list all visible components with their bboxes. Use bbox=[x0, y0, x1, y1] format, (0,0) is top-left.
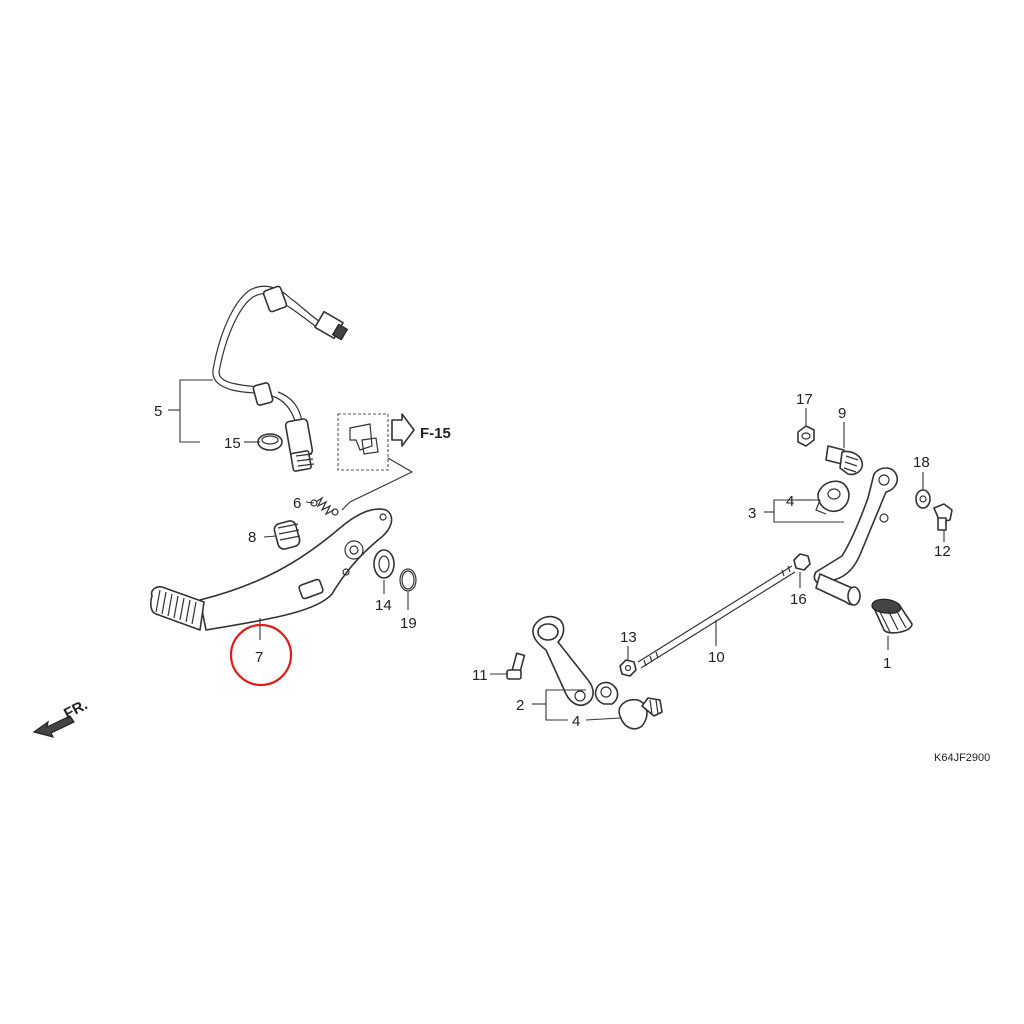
leader-lines bbox=[168, 379, 945, 721]
callout-14: 14 bbox=[375, 597, 392, 614]
rod-end-lower bbox=[594, 681, 663, 730]
bolt-part-9 bbox=[825, 445, 864, 476]
callout-3: 3 bbox=[748, 505, 756, 522]
callout-16: 16 bbox=[790, 591, 807, 608]
callout-4-lower: 4 bbox=[572, 713, 580, 730]
cap-part-15 bbox=[257, 433, 283, 451]
spring-part-6 bbox=[310, 496, 339, 516]
bolt-part-11 bbox=[506, 652, 526, 680]
reference-box bbox=[337, 413, 415, 511]
highlight-circle bbox=[229, 623, 293, 687]
front-direction-arrow bbox=[32, 715, 75, 738]
nut-part-16 bbox=[793, 553, 811, 571]
callout-5: 5 bbox=[154, 403, 162, 420]
callout-4-upper: 4 bbox=[786, 493, 794, 510]
o-ring-part-19 bbox=[399, 568, 417, 592]
rubber-part-1 bbox=[871, 598, 913, 634]
washer-part-18 bbox=[915, 489, 931, 509]
shift-arm-part-2 bbox=[532, 615, 594, 707]
rod-end-upper bbox=[815, 480, 850, 515]
callout-15: 15 bbox=[224, 435, 241, 452]
brake-switch-assembly bbox=[212, 285, 349, 472]
callout-8: 8 bbox=[248, 529, 256, 546]
washer-part-14 bbox=[373, 549, 395, 579]
shift-pedal-part-3 bbox=[813, 467, 899, 606]
callout-2: 2 bbox=[516, 697, 524, 714]
callout-12: 12 bbox=[934, 543, 951, 560]
diagram-code: K64JF2900 bbox=[934, 752, 990, 764]
callout-13: 13 bbox=[620, 629, 637, 646]
spring-part-8 bbox=[273, 520, 301, 550]
callout-7: 7 bbox=[255, 649, 263, 666]
callout-9: 9 bbox=[838, 405, 846, 422]
brake-pedal-part-7 bbox=[150, 508, 393, 631]
callout-labels: 5 15 6 8 7 14 19 11 2 4 13 10 16 17 9 3 … bbox=[61, 391, 990, 764]
tie-rod-part-10 bbox=[637, 565, 796, 669]
callout-6: 6 bbox=[293, 495, 301, 512]
nut-part-17 bbox=[797, 425, 815, 447]
bolt-part-12 bbox=[933, 503, 953, 531]
callout-17: 17 bbox=[796, 391, 813, 408]
callout-1: 1 bbox=[883, 655, 891, 672]
reference-label: F-15 bbox=[420, 425, 451, 442]
callout-11: 11 bbox=[472, 667, 488, 684]
callout-19: 19 bbox=[400, 615, 417, 632]
nut-part-13 bbox=[619, 659, 637, 677]
callout-10: 10 bbox=[708, 649, 725, 666]
callout-18: 18 bbox=[913, 454, 930, 471]
